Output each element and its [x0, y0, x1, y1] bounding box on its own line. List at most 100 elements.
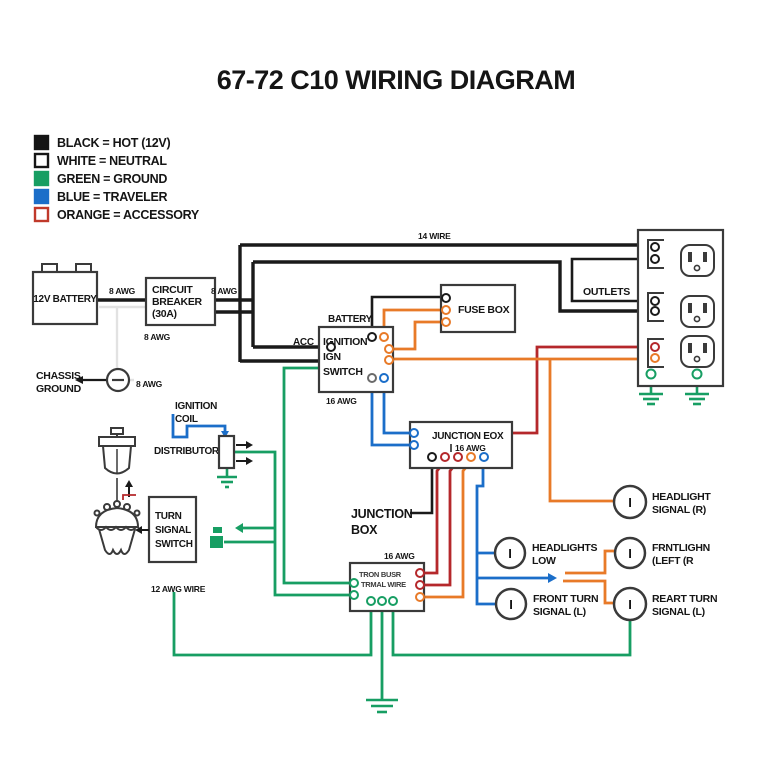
fuse-terminal-3 — [441, 317, 451, 327]
lamp-front-light-left: I FRNTLIGHN (LEFT (R — [613, 536, 710, 570]
fuse-box-component: FUSE BOX — [439, 283, 517, 334]
lamp-label-line2: SIGNAL (L) — [533, 606, 586, 618]
circuit-breaker-line3: (30A) — [152, 308, 177, 320]
lamp-headlight-signal-r: I HEADLIGHT SIGNAL (R) — [612, 484, 712, 520]
legend-swatch-green-border — [33, 170, 50, 187]
distributor-label: DISTRIBUTOR — [154, 446, 220, 457]
distributor-cap-icon — [93, 500, 141, 555]
fuse-terminal-1 — [441, 293, 451, 303]
awg-label-terminal: 16 AWG — [384, 551, 415, 561]
blue-right-arrow-icon — [548, 573, 557, 583]
outlet-bracket3-terminal-1 — [650, 342, 660, 352]
ground-wires — [172, 366, 632, 700]
junction-callout-line2: BOX — [351, 523, 378, 537]
lamp-rear-turn-signal-l: I REART TURN SIGNAL (L) — [612, 586, 718, 622]
distributor-box — [217, 434, 236, 470]
junction-bottom-terminal-3 — [453, 452, 463, 462]
lamp-symbol: I — [628, 597, 632, 612]
ignition-coil-line1: IGNITION — [175, 401, 217, 412]
page-title: 67-72 C10 WIRING DIAGRAM — [217, 65, 576, 95]
lamp-label-line1: REART TURN — [652, 593, 717, 605]
junction-left-terminal-2 — [409, 440, 419, 450]
lamp-label-line2: SIGNAL (R) — [652, 504, 706, 516]
tss-line3: SWITCH — [155, 539, 193, 550]
fuse-box-label: FUSE BOX — [458, 304, 510, 316]
outlet-bracket1-terminal-2 — [650, 254, 660, 264]
terminal-bottom-2 — [377, 596, 387, 606]
lamp-label-line2: LOW — [532, 555, 556, 567]
junction-left-terminal-1 — [409, 428, 419, 438]
legend-swatch-white — [35, 154, 48, 167]
switch-right-terminal-2 — [384, 355, 394, 365]
outlets-label: OUTLETS — [583, 286, 630, 298]
legend-label-white: WHITE = NEUTRAL — [57, 154, 167, 168]
legend-swatch-white-border — [33, 152, 50, 169]
lamp-label-line1: HEADLIGHT — [652, 491, 711, 503]
lamp-headlights-low: I HEADLIGHTS LOW — [493, 536, 598, 570]
awg-label-battery: 8 AWG — [109, 286, 136, 296]
legend-swatch-blue-border — [33, 188, 50, 205]
outlet-socket-2 — [680, 295, 715, 328]
junction-bottom-terminal-4 — [466, 452, 476, 462]
terminal-right-2 — [415, 580, 425, 590]
switch-bat-terminal — [367, 332, 377, 342]
legend-label-blue: BLUE = TRAVELER — [57, 190, 167, 204]
junction-bottom-terminal-2 — [440, 452, 450, 462]
legend-swatch-black — [35, 136, 48, 149]
lamp-symbol: I — [628, 546, 632, 561]
awg-label-switch: 16 AWG — [326, 396, 357, 406]
battery-tag-label: BATTERY — [328, 314, 373, 325]
terminal-block-line1: TRON BUSR — [359, 570, 402, 579]
legend-swatch-orange-border — [33, 206, 50, 223]
legend-swatch-green — [35, 172, 48, 185]
lamp-label-line2: SIGNAL (L) — [652, 606, 705, 618]
tss-left-arrow-icon — [135, 526, 142, 534]
battery-component: 12V BATTERY — [31, 263, 99, 326]
lamp-label-line1: FRNTLIGHN — [652, 542, 710, 554]
battery-box — [31, 270, 99, 326]
legend: BLACK = HOT (12V) WHITE = NEUTRAL GREEN … — [33, 134, 200, 223]
turn-signal-switch-component: TURN SIGNAL SWITCH — [135, 495, 198, 564]
ground-connector-block — [210, 536, 223, 548]
outlets-component: OUTLETS — [583, 228, 725, 388]
lamp-icon — [493, 536, 527, 570]
awg-label-breaker-below: 8 AWG — [144, 332, 171, 342]
right-arrow-icon-2 — [246, 457, 253, 465]
terminal-block-line2: TRMAL WIRE — [361, 580, 406, 589]
coil-red-lead — [122, 494, 136, 500]
junction-callout: JUNCTION BOX — [351, 507, 413, 537]
switch-acc-terminal — [326, 342, 336, 352]
terminal-bottom-3 — [388, 596, 398, 606]
junction-bottom-terminal-1 — [427, 452, 437, 462]
lamp-symbol: I — [628, 495, 632, 510]
chassis-left-arrow-icon — [75, 376, 83, 384]
outlet-bracket-3 — [647, 338, 664, 368]
ground-symbols — [217, 379, 709, 714]
terminal-right-3 — [415, 592, 425, 602]
circuit-breaker-line2: BREAKER — [152, 296, 203, 308]
outlet-socket-1 — [680, 244, 715, 277]
lamp-front-turn-signal-l: I FRONT TURN SIGNAL (L) — [494, 587, 599, 621]
coil-arrowhead-icon — [221, 431, 229, 438]
lamp-symbol: I — [509, 597, 513, 612]
outlet-bracket3-terminal-2 — [650, 353, 660, 363]
traveler-wires — [171, 382, 557, 606]
legend-label-black: BLACK = HOT (12V) — [57, 136, 170, 150]
ignition-switch-line3: SWITCH — [323, 366, 363, 378]
awg-label-breaker-right: 8 AWG — [211, 286, 238, 296]
fuse-terminal-2 — [441, 305, 451, 315]
terminal-bottom-1 — [366, 596, 376, 606]
chassis-ground-line1: CHASSIS — [36, 370, 81, 382]
green-left-arrow-icon — [235, 523, 243, 533]
chassis-ground-component: CHASSIS GROUND 8 AWG — [36, 367, 163, 395]
lamp-label-line1: FRONT TURN — [533, 593, 598, 605]
junction-callout-line1: JUNCTION — [351, 507, 413, 521]
junction-box-component: JUNCTION EOX 16 AWG — [408, 420, 514, 470]
outlet-ground-terminal-left — [645, 368, 657, 380]
legend-label-green: GREEN = GROUND — [57, 172, 167, 186]
ground-connector-tab — [213, 527, 222, 533]
outlet-bracket2-terminal-1 — [650, 296, 660, 306]
switch-acc2-terminal — [379, 332, 389, 342]
